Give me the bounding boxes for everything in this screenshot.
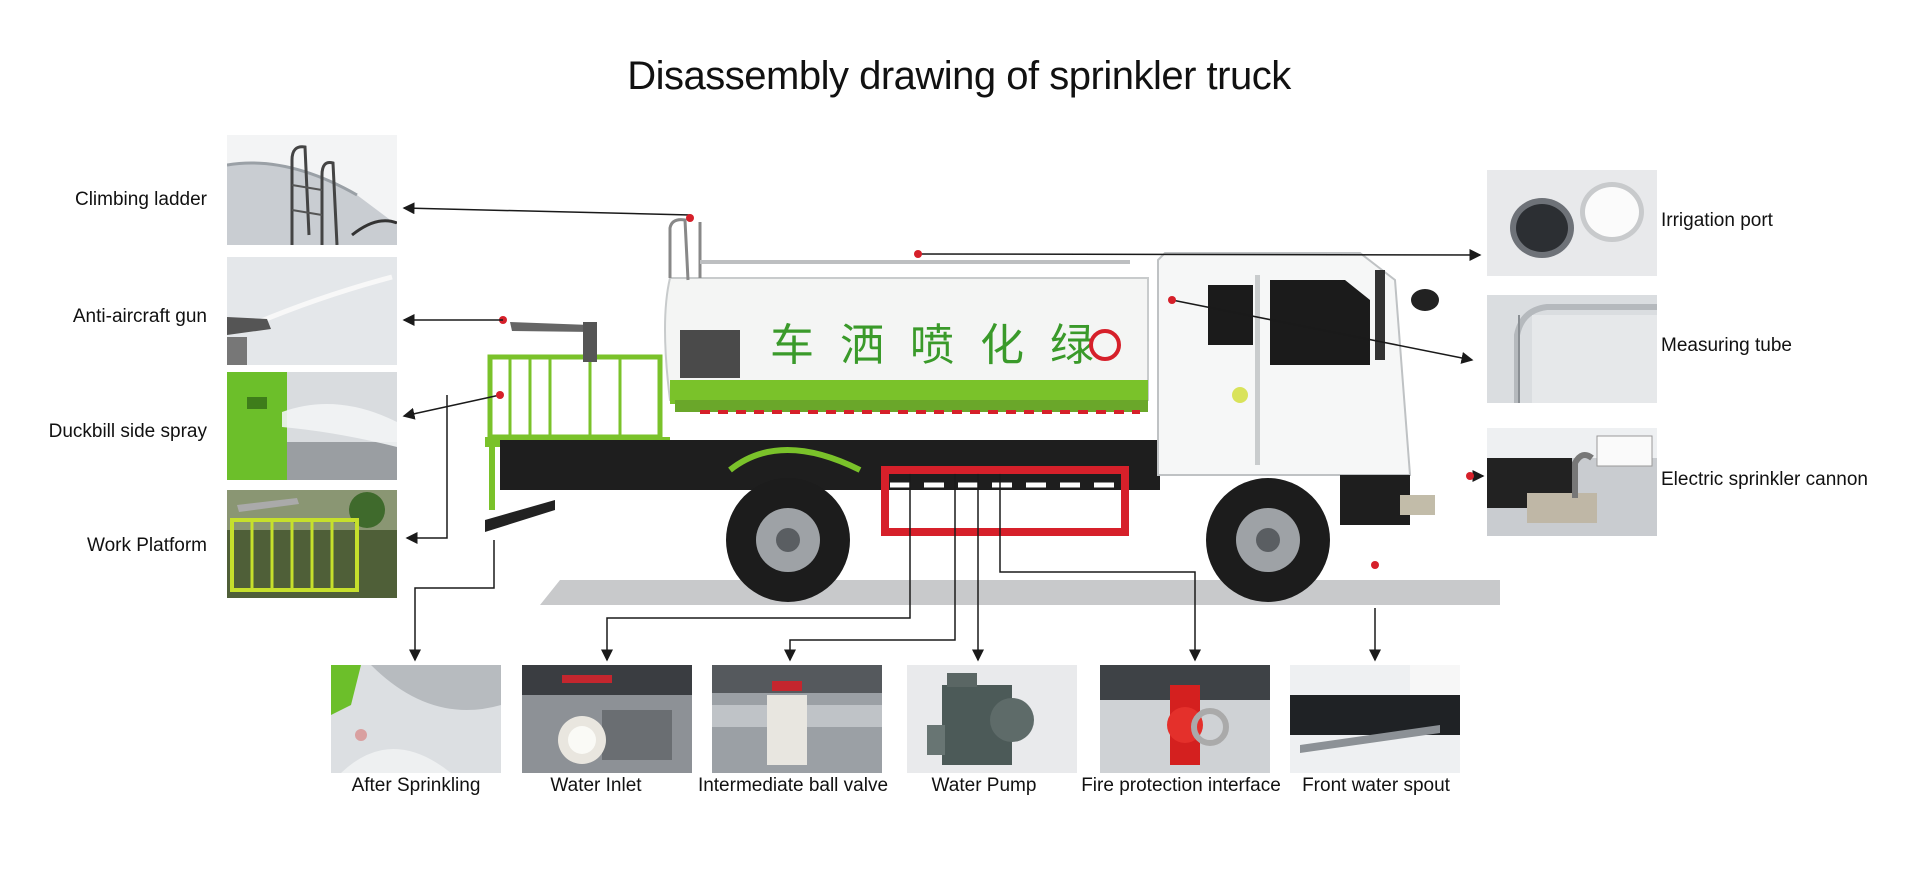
rear-wheel <box>726 478 850 602</box>
leader-irrigation-port <box>917 248 1482 261</box>
front-wheel <box>1206 478 1330 602</box>
leader-water-inlet <box>601 470 911 662</box>
after-sprinkling-photo <box>331 665 501 773</box>
front-water-spout-photo <box>1290 665 1460 773</box>
leader-intermediate-ball-valve <box>784 470 956 662</box>
work-platform-photo <box>227 490 397 598</box>
fire-protection-interface-photo <box>1100 665 1270 773</box>
label-intermediate-ball-valve: Intermediate ball valve <box>697 775 889 796</box>
label-front-water-spout: Front water spout <box>1302 775 1450 796</box>
road-shadow <box>540 580 1500 605</box>
diagram-title: Disassembly drawing of sprinkler truck <box>627 54 1291 98</box>
anti-aircraft-gun-photo <box>227 257 397 365</box>
label-work-platform: Work Platform <box>86 535 207 556</box>
leader-duckbill-side-spray <box>402 394 501 420</box>
label-water-pump: Water Pump <box>931 775 1037 796</box>
anchor-dots <box>496 214 1474 569</box>
duckbill-side-spray-photo <box>227 372 397 480</box>
anti-aircraft-gun <box>499 316 597 362</box>
water-tank: 车洒喷化绿 <box>664 218 1149 414</box>
label-measuring-tube: Measuring tube <box>1661 335 1792 356</box>
irrigation-port-photo <box>1487 170 1657 276</box>
label-electric-sprinkler-cannon: Electric sprinkler cannon <box>1661 469 1868 490</box>
electric-sprinkler-cannon-photo <box>1487 428 1657 536</box>
leader-climbing-ladder <box>402 202 691 218</box>
label-anti-aircraft-gun: Anti-aircraft gun <box>72 306 207 327</box>
intermediate-ball-valve-photo <box>712 665 882 773</box>
measuring-tube-photo <box>1487 295 1657 403</box>
water-inlet-photo <box>522 665 692 773</box>
truck-lettering: 车洒喷化绿 <box>770 320 1120 371</box>
chassis <box>500 440 1160 536</box>
water-pump-photo <box>907 665 1077 773</box>
label-fire-protection-interface: Fire protection interface <box>1081 775 1281 796</box>
leader-after-sprinkling <box>409 540 495 662</box>
label-duckbill-side-spray: Duckbill side spray <box>48 421 207 442</box>
label-irrigation-port: Irrigation port <box>1661 210 1773 231</box>
label-water-inlet: Water Inlet <box>550 775 642 796</box>
leader-fire-protection-interface <box>999 470 1201 662</box>
truck-cab <box>1157 252 1439 525</box>
label-after-sprinkling: After Sprinkling <box>351 775 481 796</box>
leader-measuring-tube <box>1171 299 1474 364</box>
leader-work-platform <box>405 395 448 544</box>
label-climbing-ladder: Climbing ladder <box>74 189 207 210</box>
climbing-ladder-photo <box>227 135 397 245</box>
